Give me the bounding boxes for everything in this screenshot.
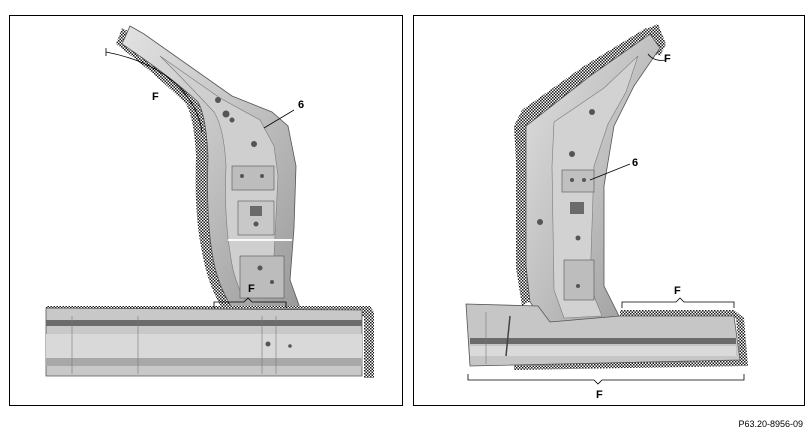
hole	[288, 344, 292, 348]
flange-bracket-upper	[105, 51, 203, 133]
flange-label-bottom: F	[596, 389, 603, 401]
square-cutout	[570, 202, 584, 214]
hole	[253, 221, 259, 227]
hole	[229, 117, 235, 123]
right-view-panel: F 6 F F	[413, 15, 805, 406]
hole	[265, 341, 271, 347]
upper-bracket	[561, 169, 595, 193]
flange-bracket-top	[647, 53, 667, 61]
flange-bracket-lower	[213, 297, 287, 308]
rocker-dark-channel	[470, 338, 736, 344]
hole	[569, 151, 575, 157]
hole	[576, 284, 580, 288]
upper-bracket	[231, 165, 275, 191]
hole	[260, 174, 264, 178]
hole	[251, 141, 257, 147]
leader-line-6	[263, 109, 295, 129]
part-number-label: 6	[632, 157, 638, 169]
square-cutout	[250, 206, 262, 216]
part-number-label: 6	[298, 99, 304, 111]
hole	[575, 235, 581, 241]
right-illustration: F 6 F F	[465, 24, 748, 401]
rocker-lower-band	[46, 358, 362, 366]
hole	[222, 110, 230, 118]
hole	[589, 109, 595, 115]
hole	[582, 178, 586, 182]
leader-line-6	[589, 163, 631, 181]
left-illustration: F 6 F	[45, 25, 374, 378]
rocker-seam	[505, 315, 511, 357]
flange-label-right: F	[674, 285, 681, 297]
hole	[215, 97, 221, 103]
a-pillar-inner-face	[551, 55, 639, 319]
rocker-light-band	[46, 334, 362, 358]
flange-label-top: F	[152, 91, 159, 103]
hole	[240, 174, 244, 178]
flange-label-top: F	[664, 53, 671, 65]
hole	[537, 219, 543, 225]
weld-flange-a-pillar	[514, 28, 652, 306]
rocker-light-band	[470, 346, 736, 356]
flange-label-bottom: F	[248, 283, 255, 295]
figure-reference-code: P63.20-8956-09	[738, 419, 803, 429]
rocker-dark-channel	[46, 320, 362, 326]
left-view-panel: F 6 F	[9, 15, 403, 406]
lower-bracket	[563, 259, 595, 301]
hole	[270, 280, 274, 284]
hole	[570, 178, 574, 182]
hole	[257, 265, 263, 271]
lower-bracket	[239, 255, 285, 299]
flange-bracket-bottom	[467, 374, 745, 385]
flange-bracket-right	[621, 297, 735, 308]
